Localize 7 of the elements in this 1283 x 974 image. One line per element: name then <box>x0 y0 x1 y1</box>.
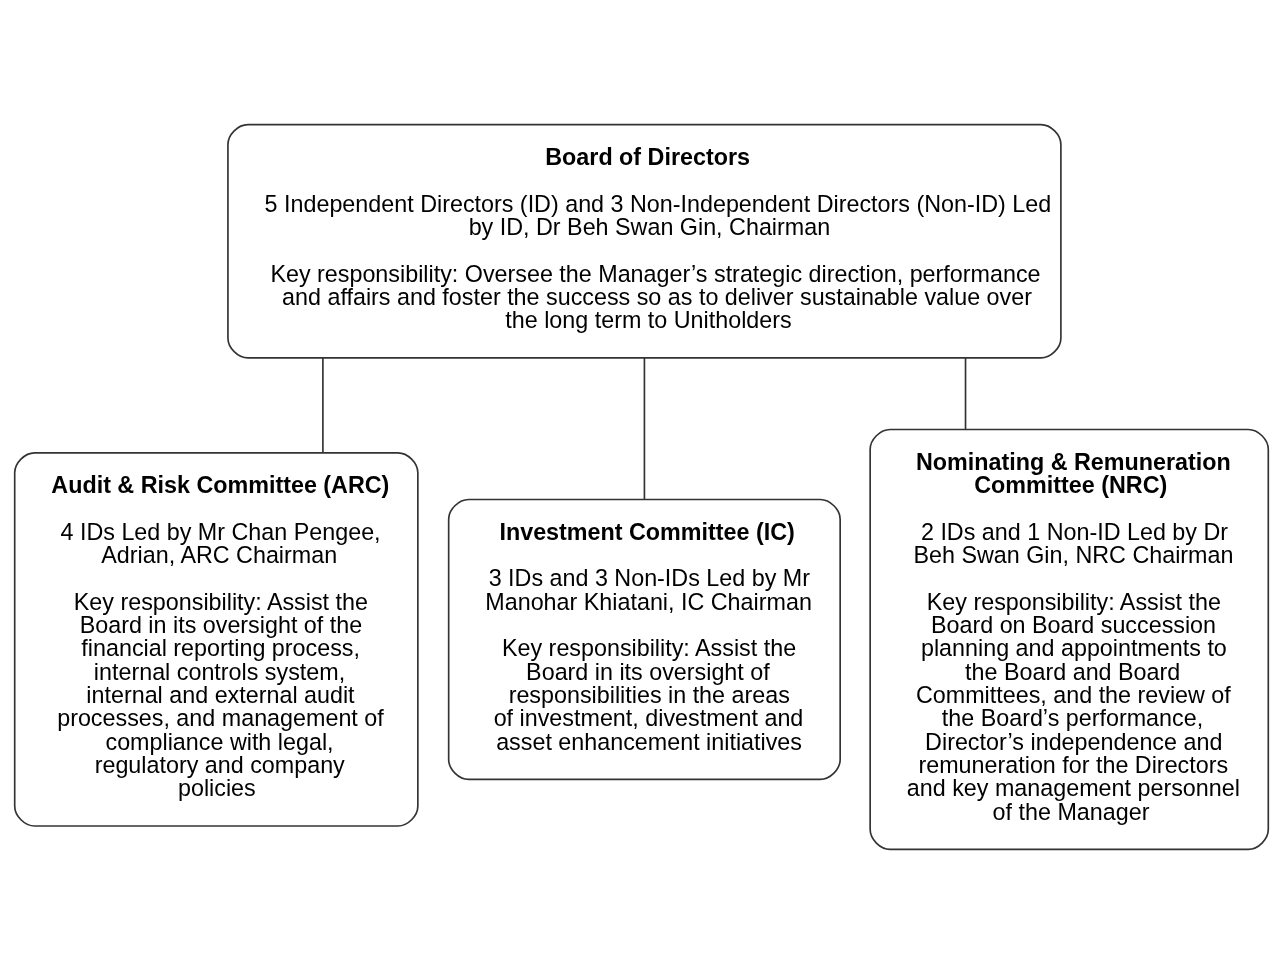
connector <box>643 357 646 501</box>
node-box: Nominating & Remuneration Committee (NRC) 2 IDs and 1 Non-ID Led by Dr Beh Swan Gin, NRC Chairman Key responsibility: Assist the Board on Board succession planning and appointments to the Board and Board Committees, and the review of the Board’s performance, Director’s independence and remuneration for the Directors and key management personnel of the Manager <box>869 428 1270 851</box>
node-box: Audit & Risk Committee (ARC) 4 IDs Led by Mr Chan Pengee, Adrian, ARC Chairman Key responsibility: Assist the Board in its oversight of the financial reporting process, internal controls system, internal and external audit processes, and management of compliance with legal, regulatory and company policies <box>13 452 419 827</box>
connector <box>322 357 324 454</box>
connector <box>964 357 967 430</box>
node-box: Investment Committee (IC) 3 IDs and 3 Non-IDs Led by Mr Manohar Khiatani, IC Chairman Key responsibility: Assist the Board in its oversight of responsibilities in the areas of investment, divestment and asset enhancement initiatives <box>447 498 841 781</box>
node-box: Board of Directors 5 Independent Directors (ID) and 3 Non-Independent Directors (Non-ID) Led by ID, Dr Beh Swan Gin, Chairman Key responsibility: Oversee the Manager’s strategic direction, performance and affairs and foster the success so as to deliver sustainable value over the long term to Unitholders <box>227 123 1062 359</box>
